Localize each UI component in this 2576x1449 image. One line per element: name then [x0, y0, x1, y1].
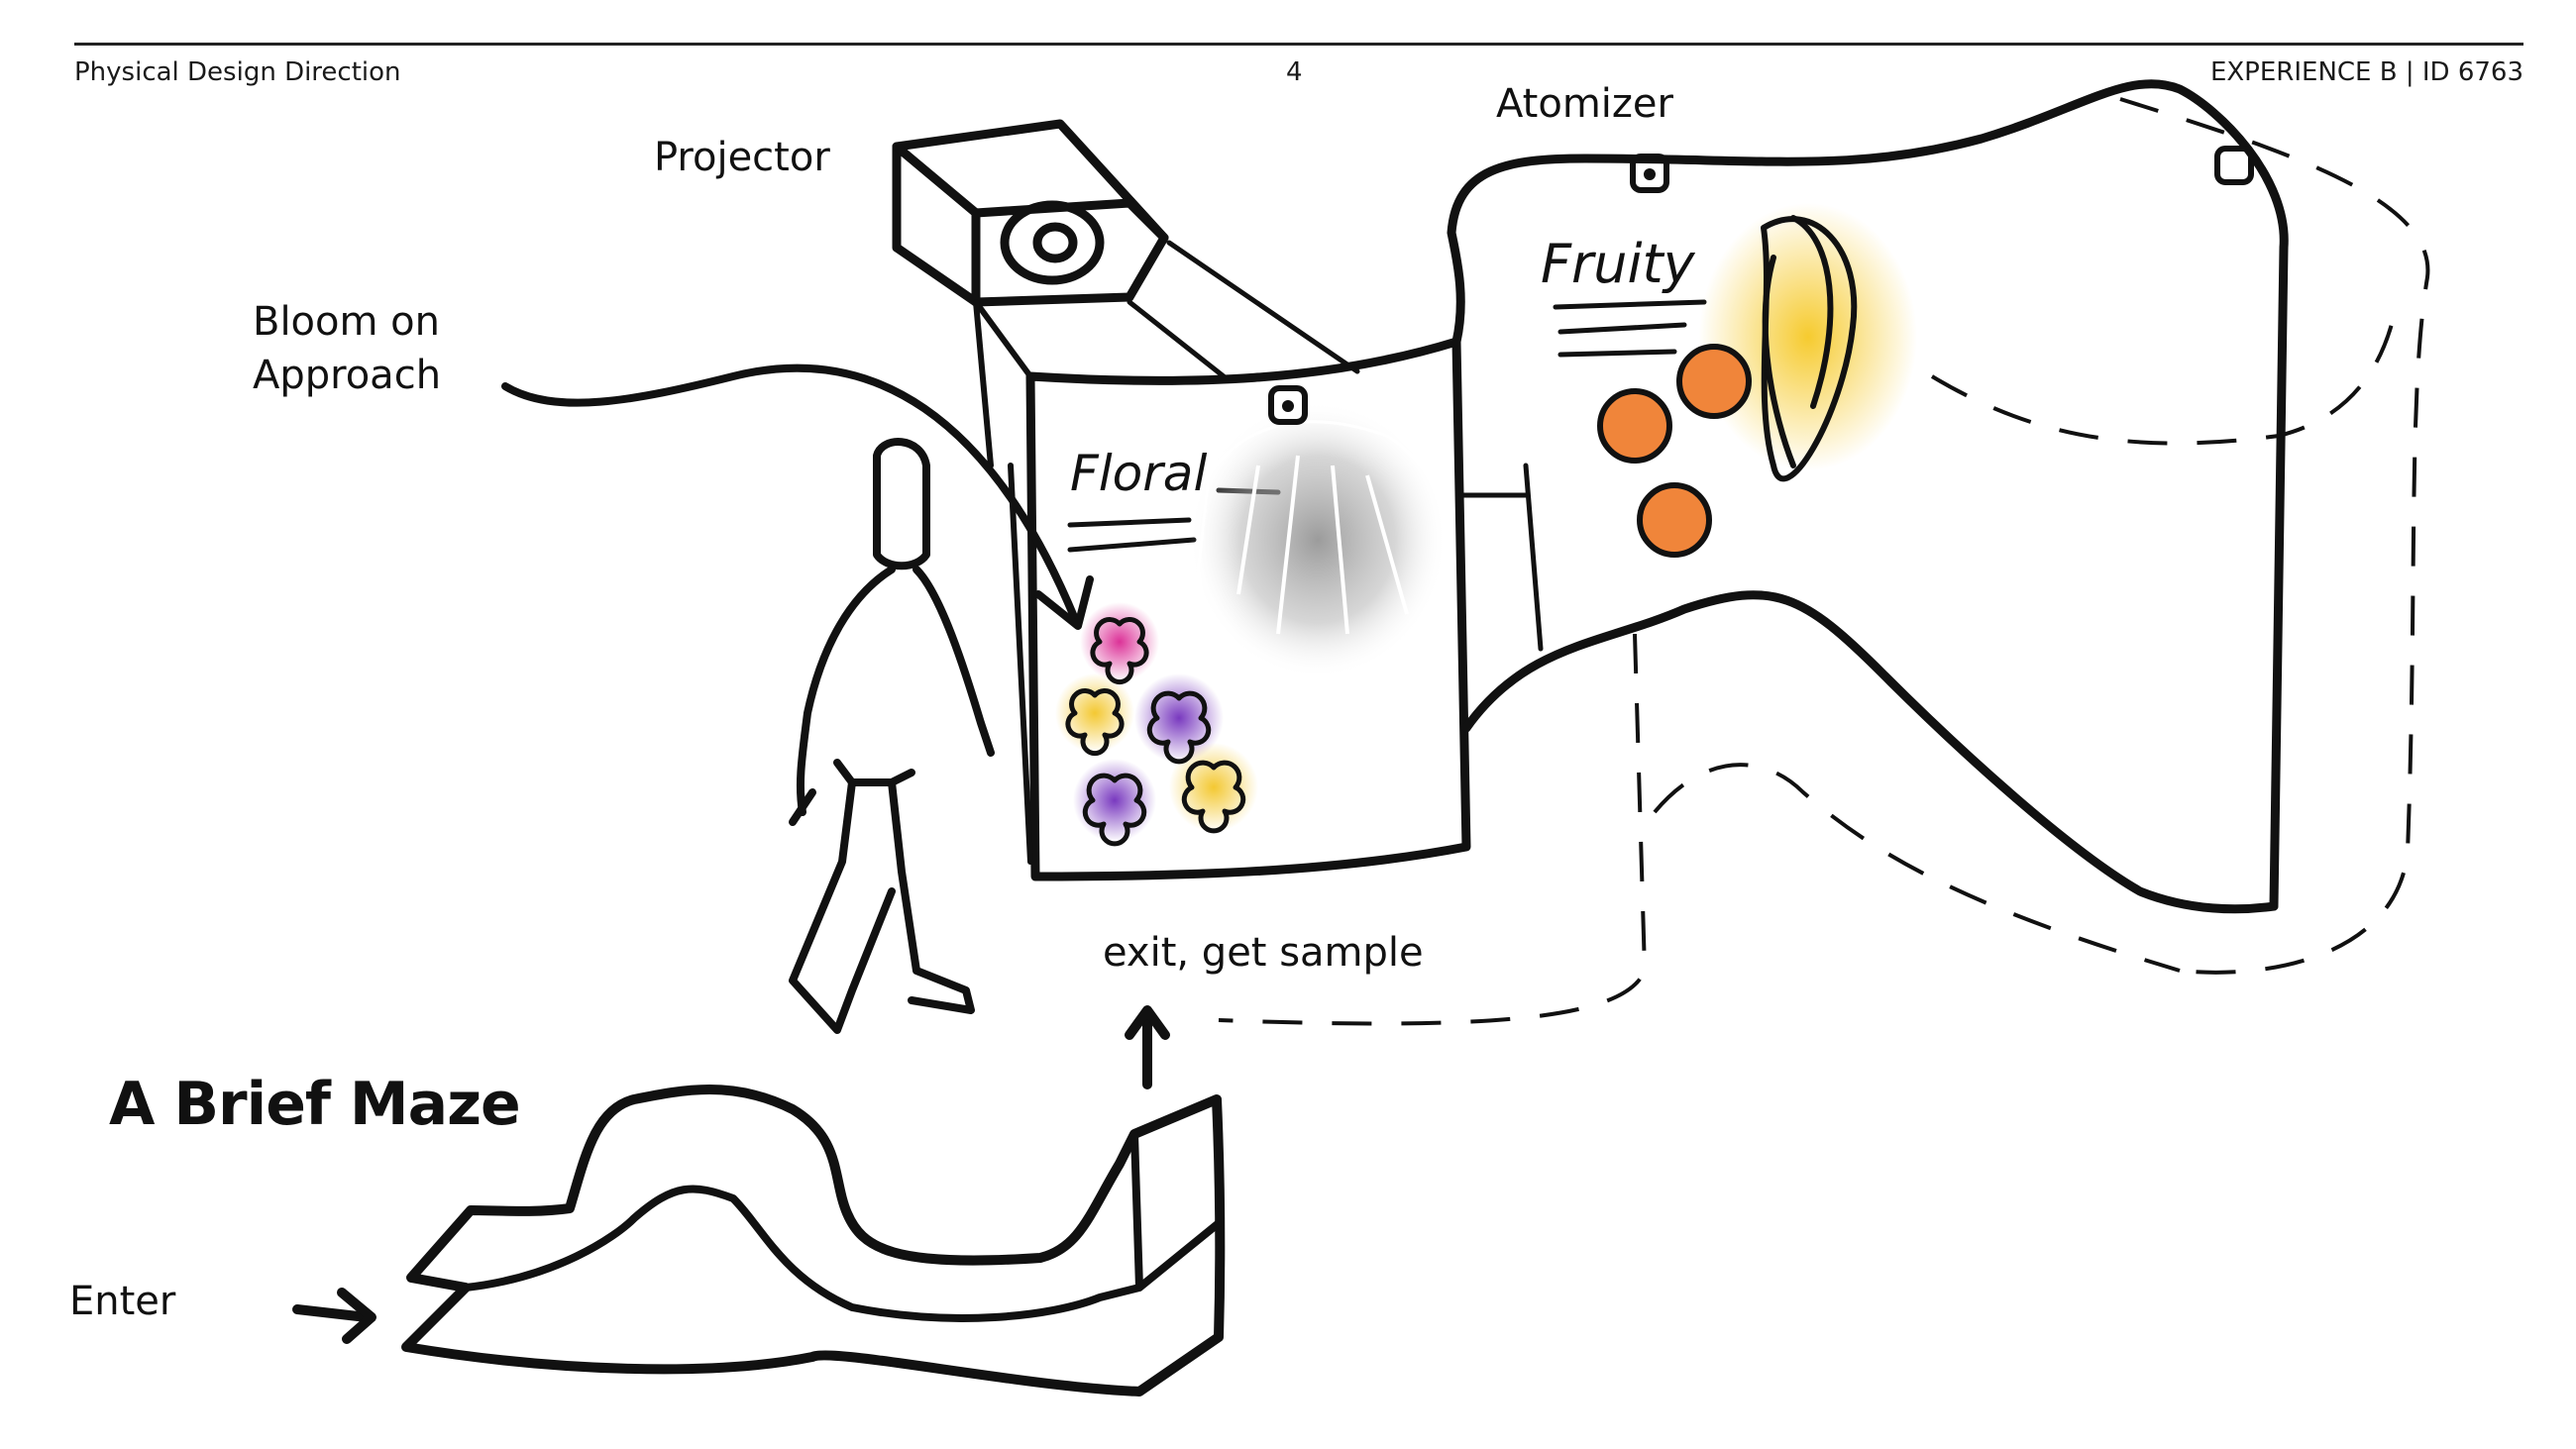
enter-label: Enter [69, 1275, 175, 1328]
maze-ribbon [406, 1089, 1220, 1392]
floral-handwriting: Floral [1070, 445, 1207, 502]
bloom-label-line1: Bloom on [253, 295, 441, 349]
person-figure [793, 442, 991, 1030]
fruity-handwriting: Fruity [1541, 233, 1696, 295]
projector-icon [897, 124, 1357, 376]
bloom-label-line2: Approach [253, 349, 441, 402]
bloom-arrow [505, 368, 1075, 619]
mist-cloud [1189, 401, 1447, 678]
atomizer-label: Atomizer [1496, 77, 1673, 131]
wavy-wall: Fruity [1451, 84, 2284, 909]
exit-label: exit, get sample [1103, 926, 1424, 980]
bloom-label: Bloom on Approach [253, 295, 441, 402]
maze-title: A Brief Maze [109, 1070, 520, 1139]
floral-panel: Floral [976, 302, 1466, 877]
projector-label: Projector [654, 131, 830, 184]
